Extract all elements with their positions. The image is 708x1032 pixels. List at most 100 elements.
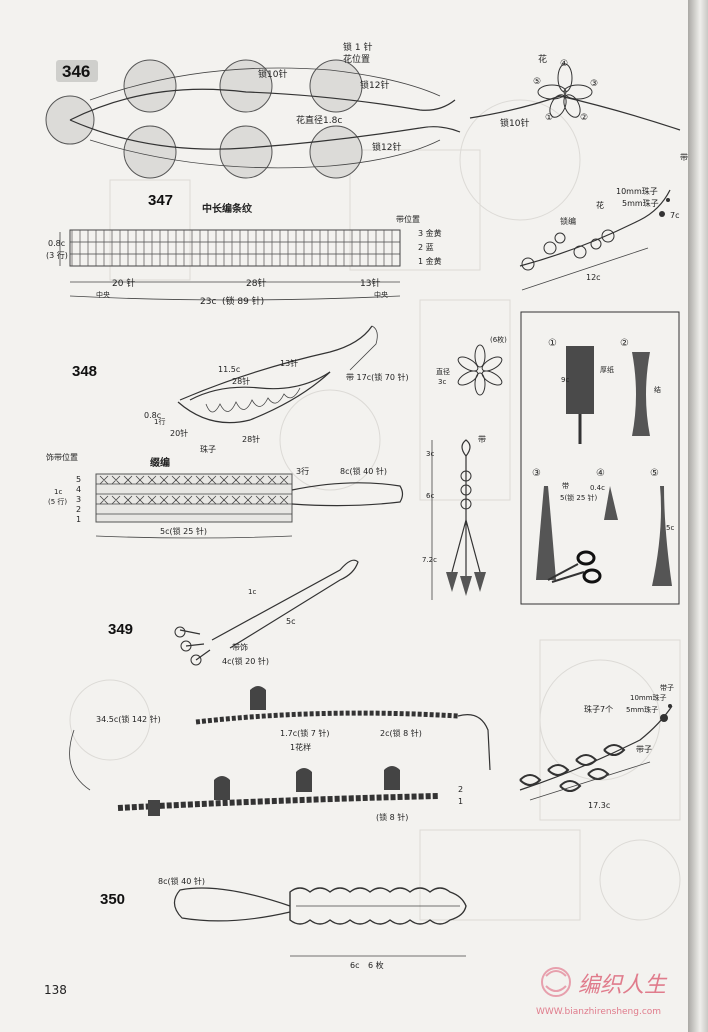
ruffle-body	[289, 887, 467, 925]
row-2: 2	[76, 505, 81, 514]
label-6-pieces: (6枚)	[490, 335, 507, 344]
label-bead-10mm: 10mm珠子	[616, 186, 658, 196]
label-diameter: 直径	[436, 367, 450, 376]
label-bead: 珠子	[200, 444, 216, 454]
yarn-wrap	[566, 346, 594, 414]
badge-346	[56, 60, 98, 82]
number-348: 348	[72, 363, 97, 380]
direction-line	[89, 67, 441, 101]
step-5: ⑤	[650, 468, 659, 479]
diagram-348: 348 11.5c 13针 28针 带 17c(锁 70 针) 0.8c 1行 …	[72, 325, 507, 600]
label-ch25: 5(锁 25 针)	[560, 493, 598, 502]
label-bead-10mm: 10mm珠子	[630, 693, 667, 702]
row-1: 1	[76, 515, 81, 524]
step-3: ③	[532, 468, 541, 479]
label-row2: 2 蓝	[418, 242, 434, 252]
label-flower-garland: 花	[596, 200, 604, 210]
petal-1: ①	[545, 113, 553, 123]
label-band-step3: 带	[562, 482, 569, 490]
flower-garland	[519, 189, 671, 291]
label-5c: 5c	[286, 617, 296, 626]
label-center-right: 中央	[374, 290, 388, 299]
label-34-5c: 34.5c(锁 142 针)	[96, 714, 161, 724]
chain-curve	[69, 729, 91, 791]
stripe-chart	[69, 229, 401, 267]
yarn-logo-icon	[541, 967, 571, 997]
label-20-st: 20 针	[112, 277, 135, 289]
label-6-pieces: 6 枚	[368, 960, 384, 970]
number-347: 347	[148, 192, 173, 209]
petal-2: ②	[580, 113, 588, 123]
label-ch10: 锁10针	[258, 68, 287, 80]
label-band: 带	[680, 153, 688, 162]
flower-circle	[219, 59, 273, 113]
diagram-347: 347 中长编条纹 0.8c (3 行) 带位置 3 金黄 2 蓝 1 金黄 2…	[46, 153, 688, 307]
flower-circle	[219, 125, 273, 179]
label-height: 0.8c	[48, 239, 65, 248]
label-deco-position: 饰带位置	[46, 452, 78, 462]
diagram-350: 350 8c(锁 40 针) 6c 6 枚	[100, 876, 467, 970]
tassel-box	[520, 311, 680, 605]
label-band-top: 带	[478, 435, 486, 444]
label-28-st-b: 28针	[242, 434, 260, 444]
petal-5: ⑤	[533, 77, 541, 87]
row-2: 2	[458, 785, 463, 794]
tassel-pendant	[431, 439, 486, 600]
label-band-deco: 带饰	[232, 642, 248, 652]
row-5: 5	[76, 475, 81, 484]
label-ch12-bottom: 锁12针	[372, 141, 401, 153]
watermark-title: 编织人生	[578, 973, 668, 998]
stitch-grid	[95, 473, 293, 523]
label-20-st: 20针	[170, 428, 188, 438]
petal-3: ③	[590, 79, 598, 89]
label-band: 带子	[636, 745, 652, 754]
label-flower: 花	[538, 53, 547, 65]
book-spine	[688, 0, 708, 1032]
petal-4: ④	[560, 59, 568, 69]
number-349: 349	[108, 621, 133, 638]
row-3: 3	[76, 495, 81, 504]
label-band-17c: 带 17c(锁 70 针)	[346, 372, 409, 382]
diagram-346: 346 锁 1 针 花位置 锁10针 锁12针 花直径1.8c 锁12针 花 锁…	[45, 41, 681, 179]
label-cardboard: 厚纸	[600, 365, 614, 374]
label-1c: 1c	[248, 588, 256, 596]
tassel-bundle	[632, 352, 650, 436]
scissors-icon	[547, 550, 602, 584]
loop-chain	[173, 887, 291, 922]
label-5c-25st: 5c(锁 25 针)	[160, 526, 207, 536]
six-petal-flower	[457, 344, 503, 396]
label-6c: 6c	[350, 961, 360, 970]
number-350: 350	[100, 891, 125, 908]
label-2c: 2c(锁 8 针)	[380, 728, 422, 738]
label-band-top: 带子	[660, 684, 674, 692]
direction-line	[89, 139, 441, 169]
title-347: 中长编条纹	[202, 202, 253, 215]
chain-bottom	[69, 119, 461, 150]
flower-circle	[123, 59, 177, 113]
label-8st: (锁 8 针)	[376, 812, 408, 822]
label-3c: 3c	[426, 450, 434, 458]
diagram-348-crossstitch: 缀编 饰带位置 5 4 3 2 1 1c (5 行) 5c(锁 25 针) 3行…	[46, 452, 404, 539]
flower-chain	[469, 95, 681, 131]
number-346: 346	[62, 62, 90, 81]
bead-bracelet	[519, 704, 673, 801]
label-flower-pos: 花位置	[343, 53, 370, 65]
label-band-position: 带位置	[396, 214, 420, 224]
diagram-349: 349 1c 5c 带饰 4c(锁 20 针) 34.5c(锁 142 针) 1…	[69, 559, 674, 822]
watermark-url: WWW.bianzhirensheng.com	[536, 1007, 661, 1017]
label-1-row: 1行	[154, 417, 165, 426]
watermark: 编织人生 WWW.bianzhirensheng.com	[536, 967, 668, 1017]
label-width: 23c	[200, 297, 216, 307]
flower-motif	[469, 63, 681, 131]
flower-circle	[309, 59, 363, 113]
label-center-left: 中央	[96, 290, 110, 299]
label-17-3c: 17.3c	[588, 801, 610, 810]
label-1-7c: 1.7c(锁 7 针)	[280, 728, 330, 738]
label-5c: 5c	[666, 524, 674, 532]
label-9c: 9c	[561, 376, 569, 384]
label-7c: 7c	[670, 211, 680, 220]
label-11-5c: 11.5c	[218, 365, 240, 374]
label-ch10-right: 锁10针	[500, 117, 529, 129]
